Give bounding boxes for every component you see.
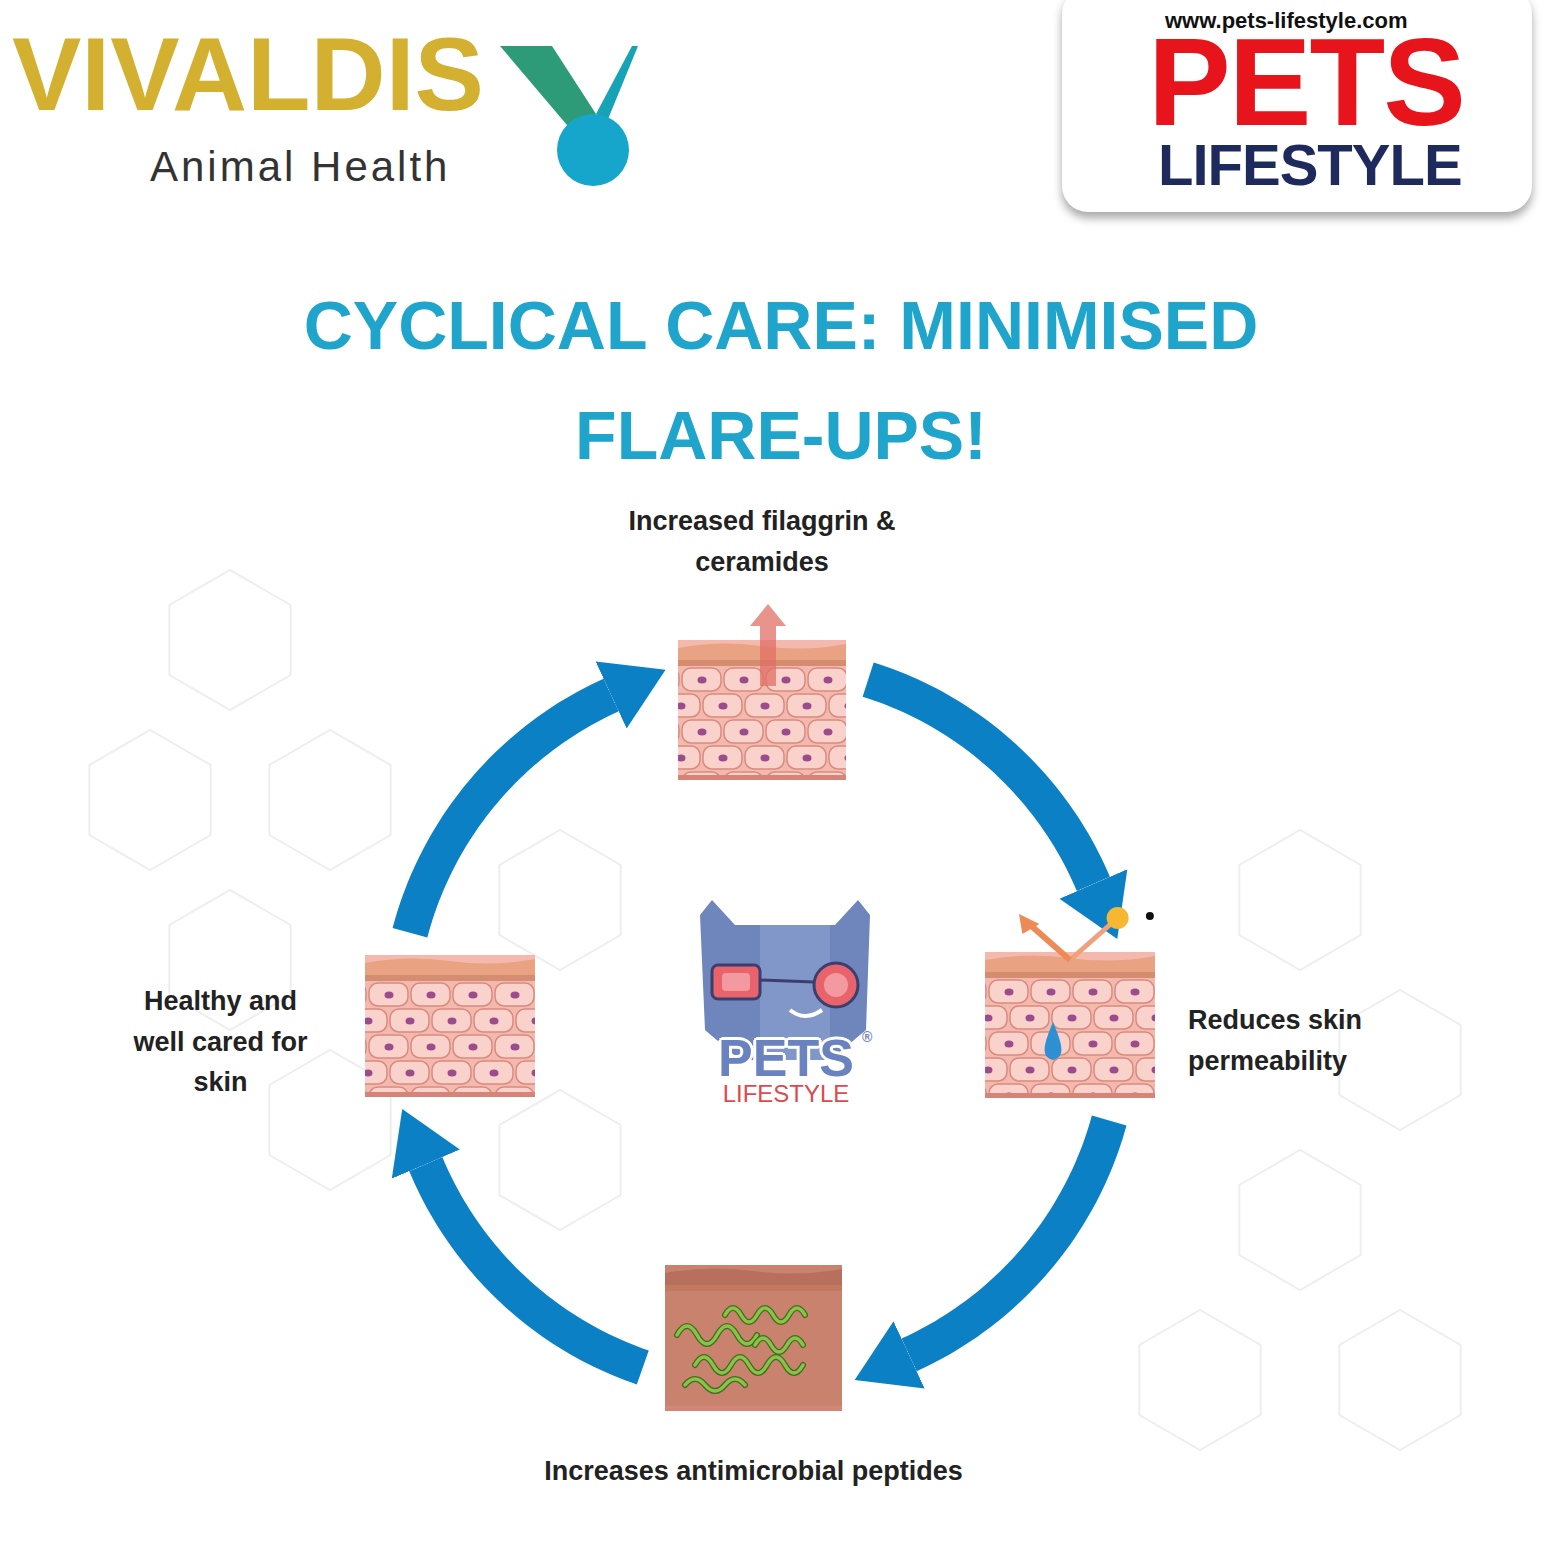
skin-illustration xyxy=(985,952,1155,1098)
title: CYCLICAL CARE: MINIMISED FLARE-UPS! xyxy=(206,270,1356,490)
reflected-ray xyxy=(1029,924,1070,960)
ray xyxy=(1070,924,1111,960)
hexagon xyxy=(89,730,210,870)
hexagon xyxy=(499,1090,620,1230)
cycle-arrow xyxy=(909,1121,1109,1355)
skin-stage: Reduces skin permeability xyxy=(985,952,1155,1098)
cycle-arrow xyxy=(410,695,611,933)
hexagon-pattern xyxy=(89,570,1460,1450)
particle xyxy=(1146,912,1154,920)
stage-label: Increased filaggrin & ceramides xyxy=(602,501,922,582)
skin-illustration xyxy=(678,640,846,780)
skin-illustration xyxy=(365,955,535,1097)
stage-label: Reduces skin permeability xyxy=(1188,1000,1403,1081)
cycle-arrow xyxy=(868,680,1093,884)
brand-name: VIVALDIS xyxy=(12,22,484,126)
skin-illustration xyxy=(665,1265,842,1411)
brand-name: PETS xyxy=(1148,20,1464,144)
hexagon xyxy=(1239,1150,1360,1290)
brand-name: LIFESTYLE xyxy=(1158,136,1462,194)
hexagon xyxy=(269,730,390,870)
logo-text: PETS xyxy=(718,1032,854,1084)
logo-text: LIFESTYLE xyxy=(723,1082,850,1106)
water-drop xyxy=(1045,1022,1062,1060)
cycle-arrow xyxy=(426,1164,643,1367)
mark-right-arm xyxy=(596,46,638,124)
trademark-sign: ® xyxy=(862,1030,872,1044)
ray-head xyxy=(1019,914,1039,934)
stage-label: Healthy and well cared for skin xyxy=(118,981,323,1103)
vivaldis-mark xyxy=(500,46,638,186)
mark-dot xyxy=(557,114,629,186)
sun xyxy=(1107,907,1129,929)
hexagon xyxy=(499,830,620,970)
stage-label: Increases antimicrobial peptides xyxy=(544,1451,964,1492)
hexagon xyxy=(169,570,290,710)
brand-subtitle: Animal Health xyxy=(150,146,450,188)
hexagon xyxy=(1339,1310,1460,1450)
increase-arrow xyxy=(750,604,786,686)
hexagon xyxy=(1239,830,1360,970)
skin-stage: Increases antimicrobial peptides xyxy=(665,1265,842,1411)
skin-stage: Increased filaggrin & ceramides xyxy=(678,640,846,780)
skin-stage: Healthy and well cared for skin xyxy=(365,955,535,1097)
hexagon xyxy=(1139,1310,1260,1450)
hexagon xyxy=(269,1050,390,1190)
